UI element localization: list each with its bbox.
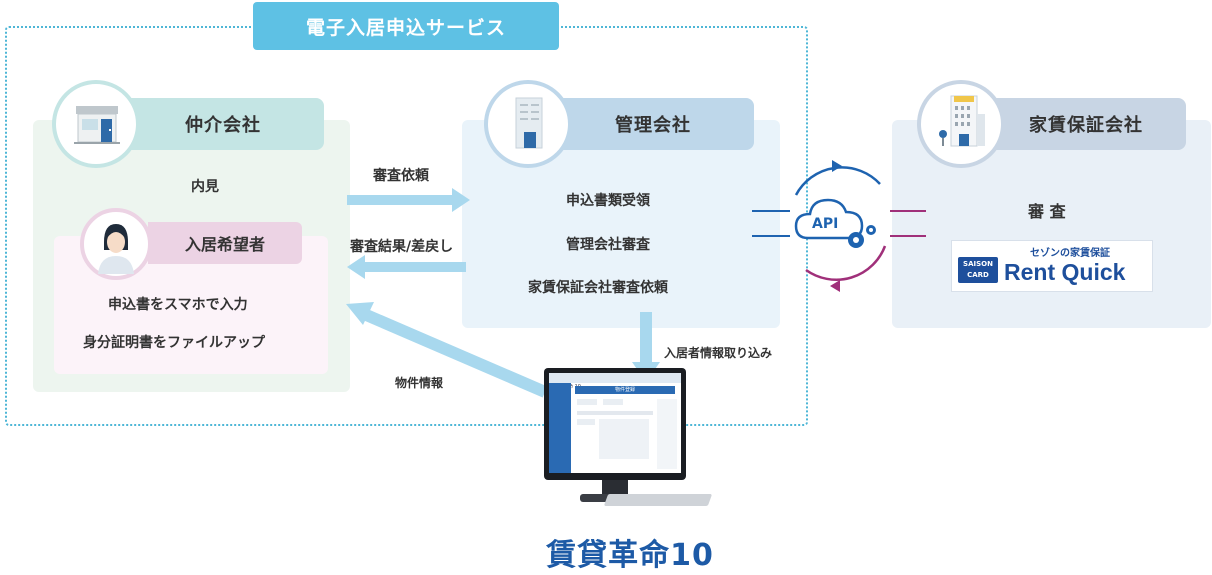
screen-item bbox=[657, 399, 677, 469]
logo-tagline: セゾンの家賃保証 bbox=[1030, 248, 1110, 259]
guarantor-icon-circle bbox=[917, 80, 1005, 168]
screen-item bbox=[599, 419, 649, 459]
applicant-icon-circle bbox=[80, 208, 152, 280]
rent-quick-logo: SAISON CARD セゾンの家賃保証 Rent Quick bbox=[951, 240, 1153, 292]
api-cycle-arrow-top bbox=[794, 166, 881, 196]
person-icon bbox=[98, 224, 134, 274]
api-connector-lines bbox=[752, 210, 790, 237]
property-info-arrow bbox=[346, 302, 548, 398]
guarantor-title: 家賃保証会社 bbox=[986, 98, 1186, 150]
office-building-icon bbox=[515, 97, 543, 149]
mgmt-task-receive: 申込書類受領 bbox=[566, 193, 650, 209]
screen-titlebar: 賃貸革命 10 bbox=[549, 373, 681, 390]
api-connector-lines-right bbox=[890, 210, 926, 237]
review-request-arrow bbox=[347, 188, 470, 212]
applicant-task-upload: 身分証明書をファイルアップ bbox=[83, 335, 265, 351]
card-text: CARD bbox=[967, 271, 989, 279]
broker-title: 仲介会社 bbox=[122, 98, 324, 150]
management-title: 管理会社 bbox=[552, 98, 754, 150]
screen-item bbox=[577, 411, 653, 415]
cloud-icon bbox=[794, 198, 864, 240]
property-info-label: 物件情報 bbox=[395, 376, 444, 390]
review-request-label: 審査依頼 bbox=[373, 168, 429, 184]
screen-item bbox=[577, 399, 597, 405]
screen-item bbox=[577, 419, 595, 425]
guarantor-task-review: 審 査 bbox=[1028, 202, 1066, 221]
broker-task-viewing: 内見 bbox=[191, 179, 219, 195]
screen-item bbox=[603, 399, 623, 405]
saison-text: SAISON bbox=[963, 260, 993, 268]
screen-sidebar bbox=[549, 383, 571, 473]
import-label: 入居者情報取り込み bbox=[664, 346, 773, 360]
highrise-building-icon bbox=[939, 95, 985, 147]
api-label: API bbox=[812, 216, 839, 232]
saison-card-badge: SAISON CARD bbox=[958, 257, 998, 283]
monitor-screen: 賃貸革命 10 物件登録 bbox=[549, 373, 681, 473]
monitor: 賃貸革命 10 物件登録 bbox=[544, 368, 686, 480]
review-result-arrow bbox=[347, 255, 466, 279]
applicant-title: 入居希望者 bbox=[148, 222, 302, 264]
mgmt-task-review: 管理会社審査 bbox=[566, 237, 650, 253]
gear-icon bbox=[848, 225, 876, 248]
management-icon-circle bbox=[484, 80, 572, 168]
product-name: 賃貸革命10 bbox=[546, 538, 714, 573]
broker-icon-circle bbox=[52, 80, 140, 168]
service-label: 電子入居申込サービス bbox=[253, 2, 559, 50]
logo-brand: Rent Quick bbox=[1004, 259, 1126, 285]
review-result-label: 審査結果/差戻し bbox=[350, 239, 454, 255]
applicant-task-input: 申込書をスマホで入力 bbox=[108, 297, 248, 313]
api-cycle-arrow-bottom bbox=[805, 245, 887, 281]
keyboard bbox=[603, 494, 713, 506]
mgmt-task-request: 家賃保証会社審査依頼 bbox=[528, 280, 668, 296]
monitor-stand bbox=[602, 480, 628, 496]
screen-heading: 物件登録 bbox=[575, 386, 675, 394]
storefront-icon bbox=[74, 106, 120, 144]
